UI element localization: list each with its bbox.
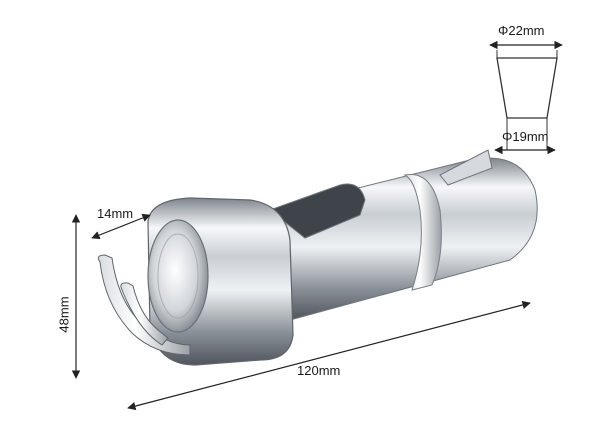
main-cylinder-body xyxy=(249,157,538,321)
length-dimension xyxy=(127,300,531,411)
bottom-diameter-label: Φ19mm xyxy=(502,129,549,144)
depth-label: 14mm xyxy=(97,206,134,221)
cone-profile-diagram xyxy=(489,40,563,155)
cradle-opening xyxy=(268,183,366,239)
depth-dimension xyxy=(91,213,151,240)
height-label: 48mm xyxy=(56,296,72,333)
end-cap xyxy=(147,219,209,333)
cylinder-ring-band xyxy=(403,173,442,291)
cradle-rear-lip xyxy=(439,149,493,186)
top-diameter-label: Φ22mm xyxy=(498,23,545,38)
length-label: 120mm xyxy=(297,363,341,378)
cone-trapezoid xyxy=(496,57,558,119)
shower-slider-holder xyxy=(97,149,538,366)
